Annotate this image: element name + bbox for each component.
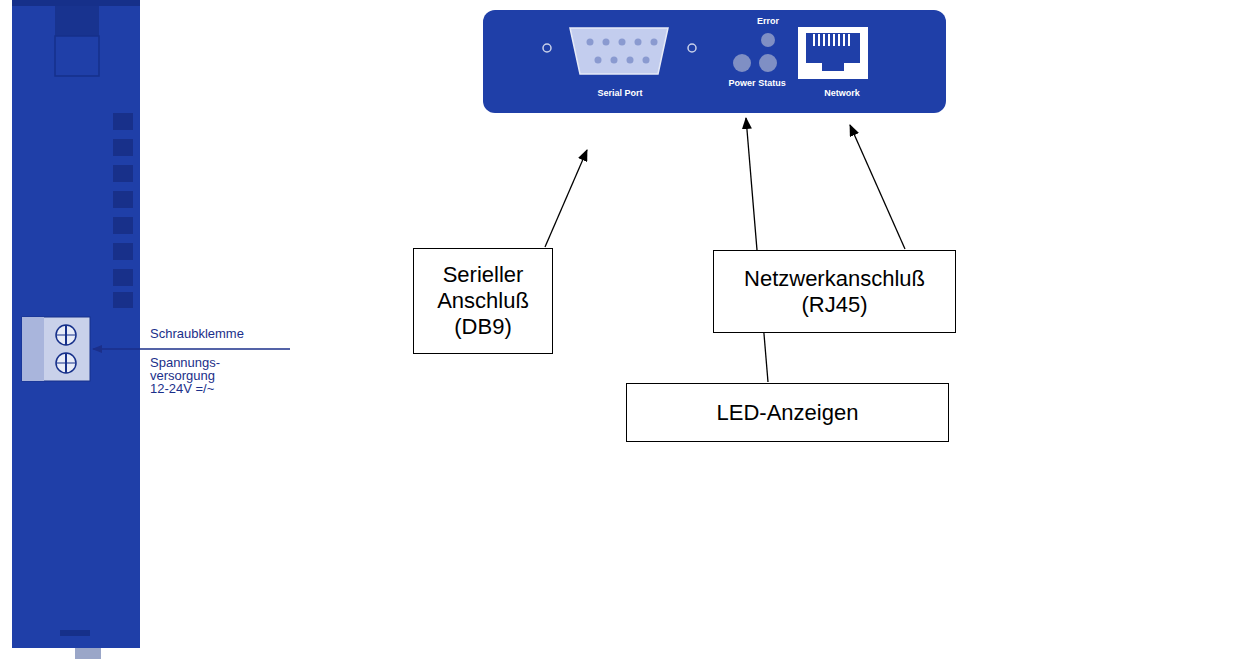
callout-text: Serieller Anschluß (DB9) <box>422 262 544 340</box>
callout-box: Netzwerkanschluß (RJ45) <box>713 250 956 333</box>
callout-arrow <box>545 150 587 247</box>
front-panel <box>483 10 946 113</box>
callout-box: LED-Anzeigen <box>626 383 949 442</box>
panel-label: Network <box>824 88 860 98</box>
power-supply-note: Spannungs- versorgung 12-24V =/~ <box>150 356 236 395</box>
screw-terminal <box>22 317 90 381</box>
callout-text: Netzwerkanschluß (RJ45) <box>722 266 947 318</box>
panel-label: Status <box>758 78 786 88</box>
callout-arrow <box>850 125 905 249</box>
panel-label: Error <box>757 16 779 26</box>
device-side-view <box>12 0 140 659</box>
panel-label: Serial Port <box>597 88 642 98</box>
callout-box: Serieller Anschluß (DB9) <box>413 248 553 354</box>
callout-text: LED-Anzeigen <box>717 400 859 426</box>
part-label: Schraubklemme <box>150 327 244 340</box>
panel-label: Power <box>728 78 755 88</box>
leader-line <box>93 348 290 350</box>
